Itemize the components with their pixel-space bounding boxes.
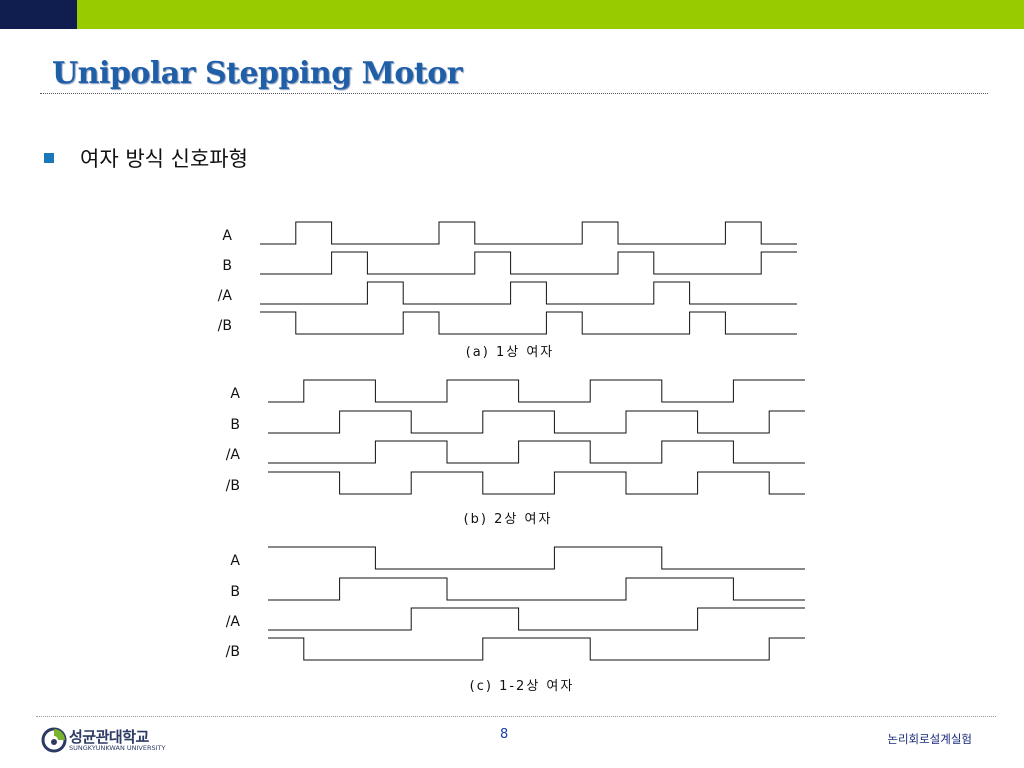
signal-label: B — [222, 258, 232, 274]
waveform-3-not-a — [268, 607, 805, 631]
logo-korean-text: 성균관대학교 — [69, 728, 149, 746]
waveform-2-not-a — [268, 440, 805, 464]
top-bar-navy — [0, 0, 77, 29]
waveform-1-not-b — [260, 311, 797, 335]
waveform-3-b — [268, 577, 805, 601]
waveform-1-a — [260, 221, 797, 245]
waveform-2-b — [268, 410, 805, 434]
title-divider — [40, 93, 988, 94]
signal-label: /A — [226, 614, 241, 630]
signal-label: B — [230, 584, 240, 600]
slide-title: Unipolar Stepping Motor — [52, 56, 463, 91]
diagram-caption: (c) 1-2상 여자 — [470, 679, 575, 694]
diagram-caption: (a) 1상 여자 — [466, 345, 555, 360]
waveform-1-not-a — [260, 281, 797, 305]
signal-label: A — [230, 386, 240, 402]
waveform-2-not-b — [268, 471, 805, 495]
footer-divider — [36, 716, 996, 717]
signal-label: /B — [218, 318, 232, 334]
waveform-3-not-b — [268, 637, 805, 661]
university-logo: 성균관대학교 SUNGKYUNKWAN UNIVERSITY — [40, 724, 180, 758]
signal-label: /A — [226, 447, 241, 463]
signal-label: /B — [226, 644, 240, 660]
top-bar-green — [77, 0, 1024, 29]
diagram-caption: (b) 2상 여자 — [464, 512, 553, 527]
waveform-2-a — [268, 379, 805, 403]
bullet-square-icon — [44, 153, 54, 163]
signal-label: B — [230, 417, 240, 433]
waveform-3-a — [268, 546, 805, 570]
signal-label: A — [230, 553, 240, 569]
bullet-text: 여자 방식 신호파형 — [80, 147, 248, 171]
signal-label: /B — [226, 478, 240, 494]
waveform-1-b — [260, 251, 797, 275]
course-name: 논리회로설계실험 — [887, 732, 972, 746]
university-emblem-icon — [41, 727, 67, 753]
signal-label: A — [222, 228, 232, 244]
signal-label: /A — [218, 288, 233, 304]
logo-english-text: SUNGKYUNKWAN UNIVERSITY — [69, 744, 166, 752]
page-number: 8 — [500, 727, 509, 742]
